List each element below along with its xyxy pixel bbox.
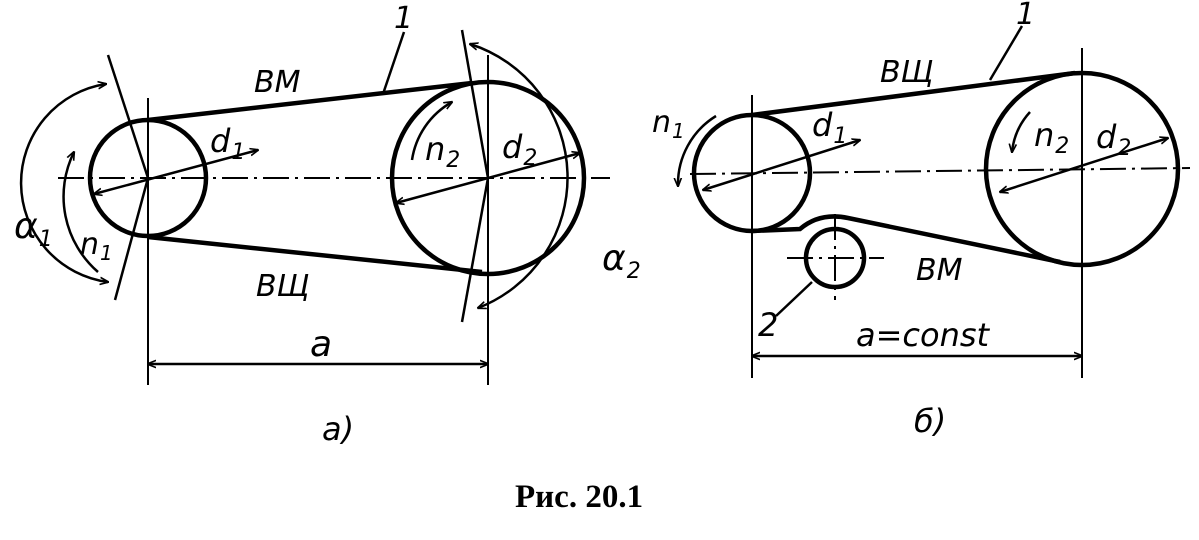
rotation-n1-arrow-b bbox=[678, 114, 717, 186]
rotation-n1-arrow-a bbox=[62, 152, 99, 273]
n1-label-a: n1 bbox=[80, 227, 113, 265]
d1-label-b: d1 bbox=[812, 106, 847, 149]
belt-label-a: 1 bbox=[394, 1, 413, 36]
belt-top-branch-a bbox=[147, 80, 473, 123]
large-pulley-b bbox=[983, 70, 1181, 268]
belt-top-branch-b bbox=[751, 70, 1076, 118]
belt-bottom-branch-b bbox=[751, 214, 1061, 265]
bottom-branch-label-a: ВЩ bbox=[256, 269, 309, 304]
wrap-line-a1-top bbox=[106, 54, 150, 179]
distance-label-b: a=const bbox=[856, 316, 991, 354]
n2-label-a: n2 bbox=[425, 130, 460, 173]
leader-1-a bbox=[381, 31, 406, 95]
caption-b: б) bbox=[914, 402, 946, 440]
distance-label-a: a bbox=[310, 324, 332, 365]
idler-label-b: 2 bbox=[758, 306, 778, 344]
diagram-a: 1 ВМ ВЩ d1 d2 n1 n2 α1 α2 a а) bbox=[14, 1, 641, 448]
alpha2-label-a: α2 bbox=[602, 238, 641, 284]
alpha1-label-a: α1 bbox=[14, 206, 53, 252]
top-branch-label-a: ВМ bbox=[254, 65, 301, 100]
wrap-line-a2-bottom bbox=[460, 177, 490, 323]
wrap-line-a1-bottom bbox=[113, 177, 150, 301]
wrap-arc-alpha1-a bbox=[19, 84, 108, 282]
wrap-arc-alpha2-a bbox=[470, 44, 569, 308]
caption-a: а) bbox=[322, 410, 354, 448]
leader-1-b bbox=[988, 25, 1024, 81]
bottom-branch-label-b: ВМ bbox=[916, 253, 963, 288]
diameter-d1-a bbox=[94, 150, 258, 194]
diameter-d2-a bbox=[396, 153, 580, 203]
n1-label-b: n1 bbox=[652, 105, 685, 143]
diagram-b: 1 ВЩ ВМ d1 d2 n1 n2 2 a=const б) bbox=[652, 0, 1191, 440]
d1-label-a: d1 bbox=[210, 122, 245, 165]
leader-2-b bbox=[775, 281, 813, 317]
figure-caption: Рис. 20.1 bbox=[515, 479, 643, 515]
d2-label-b: d2 bbox=[1096, 118, 1131, 161]
wrap-line-a2-top bbox=[460, 29, 490, 179]
belt-bottom-branch-a bbox=[147, 234, 483, 275]
d2-label-a: d2 bbox=[502, 128, 537, 171]
rotation-n2-arrow-a bbox=[410, 102, 452, 161]
belt-label-b: 1 bbox=[1016, 0, 1035, 32]
large-pulley-a bbox=[389, 79, 587, 277]
diameter-d2-b bbox=[1000, 138, 1168, 192]
top-branch-label-b: ВЩ bbox=[880, 55, 933, 90]
n2-label-b: n2 bbox=[1034, 116, 1069, 159]
rotation-n2-arrow-b bbox=[1012, 111, 1031, 152]
diameter-d1-b bbox=[703, 140, 860, 190]
